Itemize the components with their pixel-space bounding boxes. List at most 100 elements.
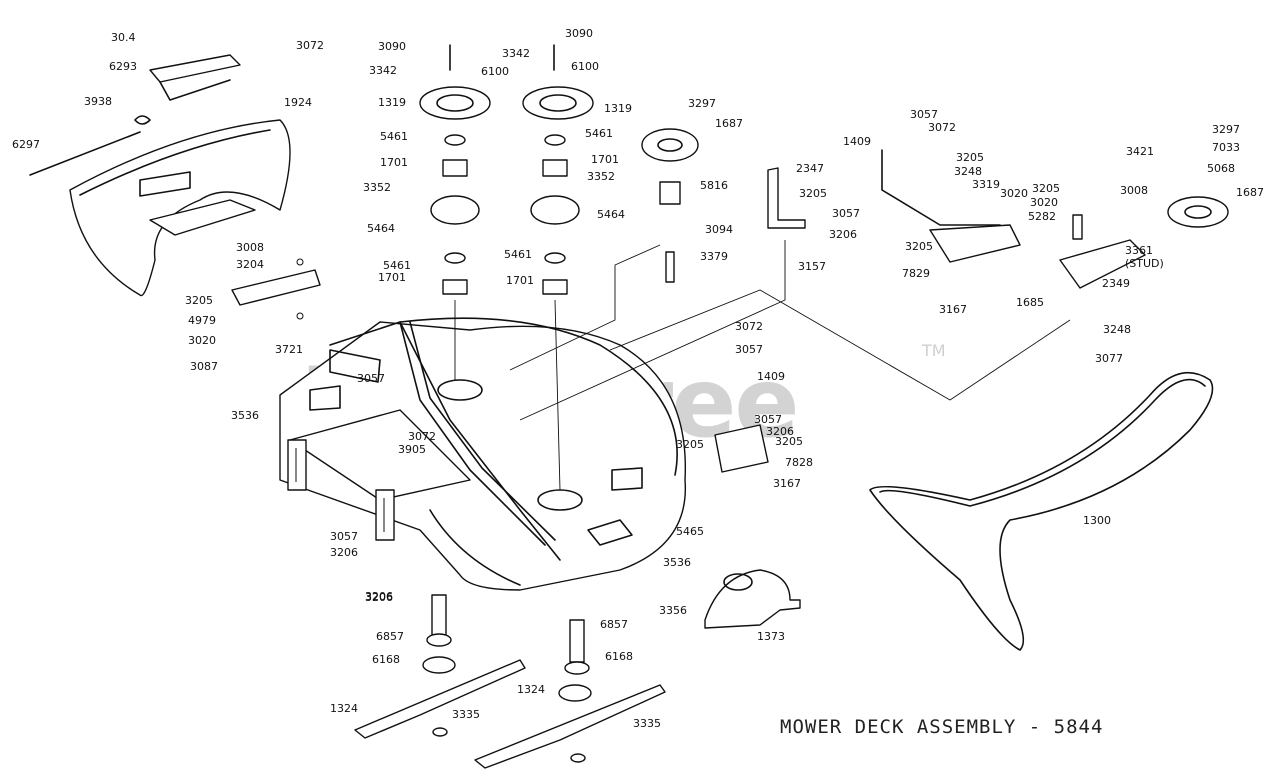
- belt-routing-line: [509, 240, 1071, 421]
- part-label: 3248: [954, 165, 982, 178]
- part-label: 6100: [481, 65, 509, 78]
- part-label: 3057: [735, 343, 763, 356]
- part-label: 3297: [688, 97, 716, 110]
- part-label: 7033: [1212, 141, 1240, 154]
- part-label: 3205: [799, 187, 827, 200]
- part-label: 3938: [84, 95, 112, 108]
- part-label: 2347: [796, 162, 824, 175]
- part-label: 5461: [383, 259, 411, 272]
- part-label: 1324: [517, 683, 545, 696]
- part-label: 1701: [378, 271, 406, 284]
- part-label: 3205: [775, 435, 803, 448]
- part-label: 3206: [365, 591, 393, 604]
- part-label: 3905: [398, 443, 426, 456]
- part-label: 3206: [365, 590, 393, 603]
- part-label: 3167: [939, 303, 967, 316]
- part-label: 3248: [1103, 323, 1131, 336]
- deflector-bracket[interactable]: [149, 54, 241, 101]
- part-label: 3020: [188, 334, 216, 347]
- part-label: 3205: [1032, 182, 1060, 195]
- discharge-bracket[interactable]: [287, 409, 471, 541]
- right-spindle-assembly[interactable]: [522, 44, 594, 491]
- part-label: 3206: [766, 425, 794, 438]
- part-label: 3094: [705, 223, 733, 236]
- idler-pulley[interactable]: [641, 128, 699, 283]
- left-blade[interactable]: [354, 594, 526, 739]
- part-label: 1409: [843, 135, 871, 148]
- belt-guard[interactable]: [704, 569, 801, 629]
- part-label: 5465: [676, 525, 704, 538]
- deflector-rod[interactable]: [29, 131, 141, 176]
- part-label: 3205: [956, 151, 984, 164]
- part-label: 3057: [832, 207, 860, 220]
- part-label: 3072: [928, 121, 956, 134]
- part-label: 3297: [1212, 123, 1240, 136]
- part-label: 5816: [700, 179, 728, 192]
- mower-deck-housing[interactable]: [279, 317, 687, 591]
- part-label: 1701: [591, 153, 619, 166]
- part-label: 30.4: [111, 31, 136, 44]
- part-label: 3157: [798, 260, 826, 273]
- part-label: 7828: [785, 456, 813, 469]
- part-label: 5461: [504, 248, 532, 261]
- anchor-bracket[interactable]: [714, 424, 769, 473]
- part-label: 3205: [185, 294, 213, 307]
- part-label: 1300: [1083, 514, 1111, 527]
- part-label: (STUD): [1125, 257, 1164, 270]
- torsion-spring[interactable]: [134, 115, 151, 125]
- part-label: 1701: [506, 274, 534, 287]
- part-label: 3057: [357, 372, 385, 385]
- part-label: 7829: [902, 267, 930, 280]
- part-label: 3008: [236, 241, 264, 254]
- part-label: 3090: [378, 40, 406, 53]
- part-label: 3536: [231, 409, 259, 422]
- part-label: 3057: [754, 413, 782, 426]
- part-label: 3057: [910, 108, 938, 121]
- part-label: 3077: [1095, 352, 1123, 365]
- part-label: 6293: [109, 60, 137, 73]
- part-label: 5464: [597, 208, 625, 221]
- part-label: 3356: [659, 604, 687, 617]
- trademark-symbol: TM: [921, 341, 946, 360]
- left-spindle-assembly[interactable]: [419, 44, 491, 380]
- part-label: 6857: [376, 630, 404, 643]
- idler-bracket[interactable]: [767, 167, 806, 229]
- part-label: 5461: [585, 127, 613, 140]
- part-label: 3536: [663, 556, 691, 569]
- part-label: 6168: [372, 653, 400, 666]
- part-label: 3167: [773, 477, 801, 490]
- part-label: 3206: [829, 228, 857, 241]
- grass-deflector[interactable]: [69, 119, 291, 297]
- idler-arm-assembly[interactable]: [881, 149, 1229, 289]
- part-label: 3335: [452, 708, 480, 721]
- part-label: 1409: [757, 370, 785, 383]
- part-label: 3020: [1030, 196, 1058, 209]
- part-label: 3090: [565, 27, 593, 40]
- part-label: 3206: [330, 546, 358, 559]
- hinge-bracket[interactable]: [231, 258, 321, 320]
- part-label: 3721: [275, 343, 303, 356]
- part-label: 3205: [905, 240, 933, 253]
- part-label: 3352: [587, 170, 615, 183]
- part-label: 1685: [1016, 296, 1044, 309]
- part-label: 3204: [236, 258, 264, 271]
- part-label: 3342: [502, 47, 530, 60]
- part-label: 3072: [296, 39, 324, 52]
- part-label: 3072: [408, 430, 436, 443]
- part-label: 3008: [1120, 184, 1148, 197]
- right-blade[interactable]: [474, 619, 666, 769]
- part-label: 5464: [367, 222, 395, 235]
- part-label: 6857: [600, 618, 628, 631]
- part-label: 3421: [1126, 145, 1154, 158]
- v-belt[interactable]: [869, 371, 1214, 651]
- part-label: 3379: [700, 250, 728, 263]
- part-label: 1687: [1236, 186, 1264, 199]
- part-label: 3319: [972, 178, 1000, 191]
- part-label: 6297: [12, 138, 40, 151]
- part-label: 1324: [330, 702, 358, 715]
- part-label: 3361: [1125, 244, 1153, 257]
- part-label: 1924: [284, 96, 312, 109]
- part-label: 3087: [190, 360, 218, 373]
- part-label: 1701: [380, 156, 408, 169]
